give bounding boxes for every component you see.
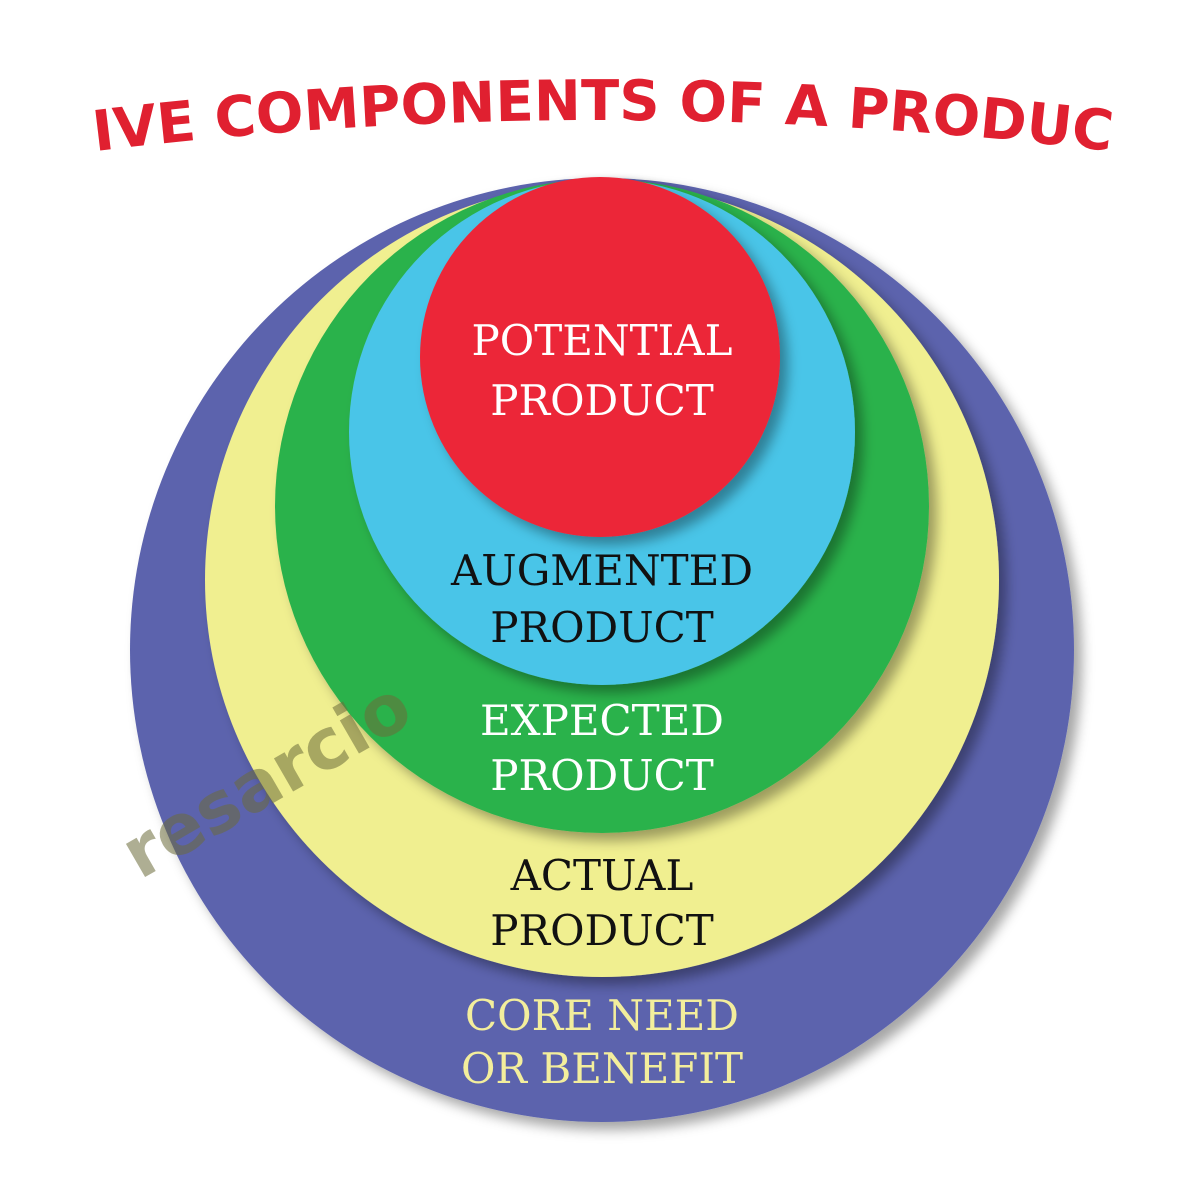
potential-label: PRODUCT <box>490 376 714 425</box>
actual-label: PRODUCT <box>490 906 714 955</box>
potential-circle <box>420 177 780 537</box>
page-title: FIVE COMPONENTS OF A PRODUCT <box>0 0 1117 165</box>
potential-label: POTENTIAL <box>472 316 733 365</box>
core-label: OR BENEFIT <box>461 1044 743 1093</box>
expected-label: EXPECTED <box>480 696 724 745</box>
augmented-label: AUGMENTED <box>450 546 753 595</box>
augmented-label: PRODUCT <box>490 603 714 652</box>
expected-label: PRODUCT <box>490 751 714 800</box>
actual-label: ACTUAL <box>510 851 694 900</box>
core-label: CORE NEED <box>465 991 739 1040</box>
